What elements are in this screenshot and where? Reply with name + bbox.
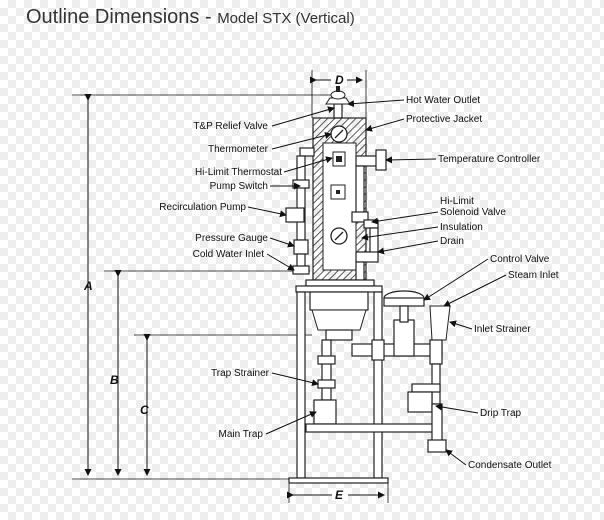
title-main: Outline Dimensions -	[26, 6, 218, 28]
page-title: Outline Dimensions - Model STX (Vertical…	[26, 6, 355, 29]
dimension-d: D	[310, 70, 367, 118]
label-drain: Drain	[440, 236, 464, 247]
label-condensate-outlet: Condensate Outlet	[468, 460, 552, 471]
label-hi-limit-thermostat: Hi-Limit Thermostat	[195, 167, 282, 178]
heater-base	[295, 279, 383, 341]
dimension-a: A	[72, 94, 335, 480]
label-cold-water-inlet: Cold Water Inlet	[193, 249, 265, 260]
dimension-e: E	[287, 480, 389, 503]
pressure-gauge-dial	[330, 227, 348, 245]
heater-assembly	[285, 86, 451, 484]
dimension-e-label: E	[335, 488, 344, 502]
label-hi-limit: Hi-Limit	[440, 196, 474, 207]
label-drip-trap: Drip Trap	[480, 408, 522, 419]
label-trap-strainer: Trap Strainer	[211, 368, 270, 379]
label-thermometer: Thermometer	[208, 144, 269, 155]
leader-lines	[247, 99, 507, 466]
steam-line	[351, 290, 451, 453]
label-hot-water-outlet: Hot Water Outlet	[406, 95, 480, 106]
label-solenoid-valve: Solenoid Valve	[440, 207, 506, 218]
recirculation-piping	[285, 147, 315, 275]
label-temperature-controller: Temperature Controller	[438, 154, 541, 165]
dimension-d-label: D	[335, 73, 344, 87]
label-protective-jacket: Protective Jacket	[406, 114, 482, 125]
label-insulation: Insulation	[440, 222, 483, 233]
tp-relief-valve	[325, 86, 351, 119]
label-pressure-gauge: Pressure Gauge	[195, 233, 268, 244]
dimension-b: B	[104, 270, 310, 476]
control-box	[330, 151, 346, 200]
label-main-trap: Main Trap	[219, 429, 264, 440]
dimension-b-label: B	[110, 373, 119, 387]
label-pump-switch: Pump Switch	[210, 181, 268, 192]
title-model: Model STX (Vertical)	[217, 10, 355, 27]
label-control-valve: Control Valve	[490, 254, 550, 265]
dimension-c: C	[134, 334, 312, 476]
label-recirculation-pump: Recirculation Pump	[159, 202, 246, 213]
callout-labels: T&P Relief Valve Thermometer Hi-Limit Th…	[159, 95, 559, 471]
label-tp-relief-valve: T&P Relief Valve	[193, 121, 268, 132]
dimension-a-label: A	[83, 279, 93, 293]
dimension-c-label: C	[140, 403, 149, 417]
support-frame	[288, 291, 389, 484]
label-inlet-strainer: Inlet Strainer	[474, 324, 531, 335]
thermometer-dial	[330, 125, 348, 143]
label-steam-inlet: Steam Inlet	[508, 270, 559, 281]
right-piping	[351, 149, 387, 281]
